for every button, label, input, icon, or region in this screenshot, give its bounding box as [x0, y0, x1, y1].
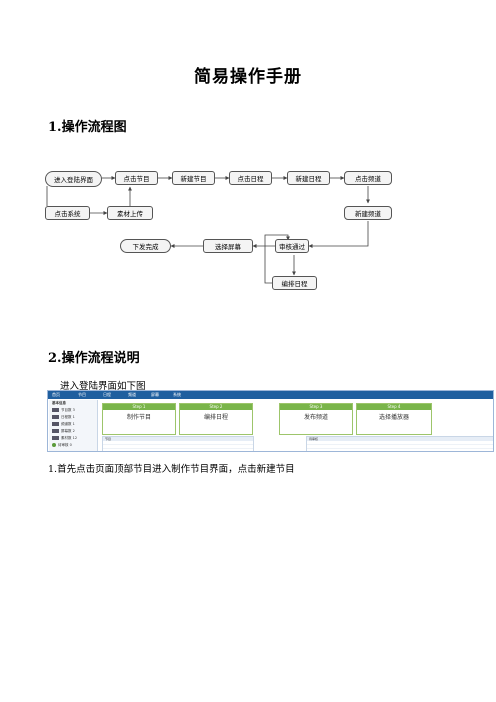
nav-schedule: 日程 — [103, 392, 111, 397]
flow-node-click-schedule: 点击日程 — [229, 171, 272, 185]
step-card-2: Step 2 编排日程 — [179, 403, 253, 435]
nav-program: 节目 — [78, 392, 86, 397]
flow-node-click-channel: 点击频道 — [344, 171, 392, 185]
flow-node-click-system: 点击系统 — [45, 206, 90, 220]
sidebar-title: 基本信息 — [52, 401, 66, 405]
intro-text: 进入登陆界面如下图 — [60, 381, 146, 392]
nav-home: 首页 — [52, 392, 60, 397]
sidebar-item: 日程数 1 — [52, 415, 75, 420]
calendar-icon — [52, 415, 59, 419]
nav-channel: 频道 — [128, 392, 136, 397]
sidebar: 基本信息 节目数 3 日程数 1 频道数 1 屏幕数 2 素材数 12 待审核 … — [49, 400, 98, 451]
flow-node-publish-done: 下发完成 — [120, 239, 171, 253]
monitor-icon — [52, 408, 59, 412]
login-screen-figure: 首页 节目 日程 频道 屏幕 系统 基本信息 节目数 3 日程数 1 频道数 1… — [47, 390, 494, 452]
screen-icon — [52, 429, 59, 433]
sidebar-item: 节目数 3 — [52, 408, 75, 413]
flow-node-click-program: 点击节目 — [115, 171, 158, 185]
nav-system: 系统 — [173, 392, 181, 397]
flow-node-new-channel: 新建频道 — [344, 206, 392, 220]
media-icon — [52, 436, 59, 440]
top-nav-bar: 首页 节目 日程 频道 屏幕 系统 — [48, 391, 493, 399]
step1-text: 1.首先点击页面顶部节目进入制作节目界面，点击新建节目 — [48, 464, 295, 475]
channel-icon — [52, 422, 59, 426]
flow-node-login: 进入登陆界面 — [45, 171, 102, 187]
program-list-panel: 节目 — [102, 436, 254, 451]
step-card-1: Step 1 制作节目 — [102, 403, 176, 435]
section-heading-description: 2.操作流程说明 — [48, 351, 140, 366]
flow-node-new-schedule: 新建日程 — [287, 171, 330, 185]
sidebar-item: 待审核 0 — [52, 443, 72, 448]
sidebar-item: 频道数 1 — [52, 422, 75, 427]
flow-node-edit-schedule: 编排日程 — [272, 276, 317, 290]
flow-node-upload: 素材上传 — [107, 206, 153, 220]
document-title: 简易操作手册 — [194, 67, 302, 87]
flow-node-new-program: 新建节目 — [172, 171, 215, 185]
nav-screen: 屏幕 — [151, 392, 159, 397]
sidebar-item: 屏幕数 2 — [52, 429, 75, 434]
step-card-3: Step 3 发布频道 — [279, 403, 353, 435]
step-card-4: Step 4 选择播放器 — [356, 403, 432, 435]
check-icon — [52, 443, 56, 447]
pending-panel: 待审核 — [306, 436, 493, 451]
flow-node-review-pass: 审核通过 — [275, 239, 309, 253]
sidebar-item: 素材数 12 — [52, 436, 77, 441]
section-heading-flowchart: 1.操作流程图 — [48, 120, 127, 135]
flow-node-select-screen: 选择屏幕 — [203, 239, 253, 253]
